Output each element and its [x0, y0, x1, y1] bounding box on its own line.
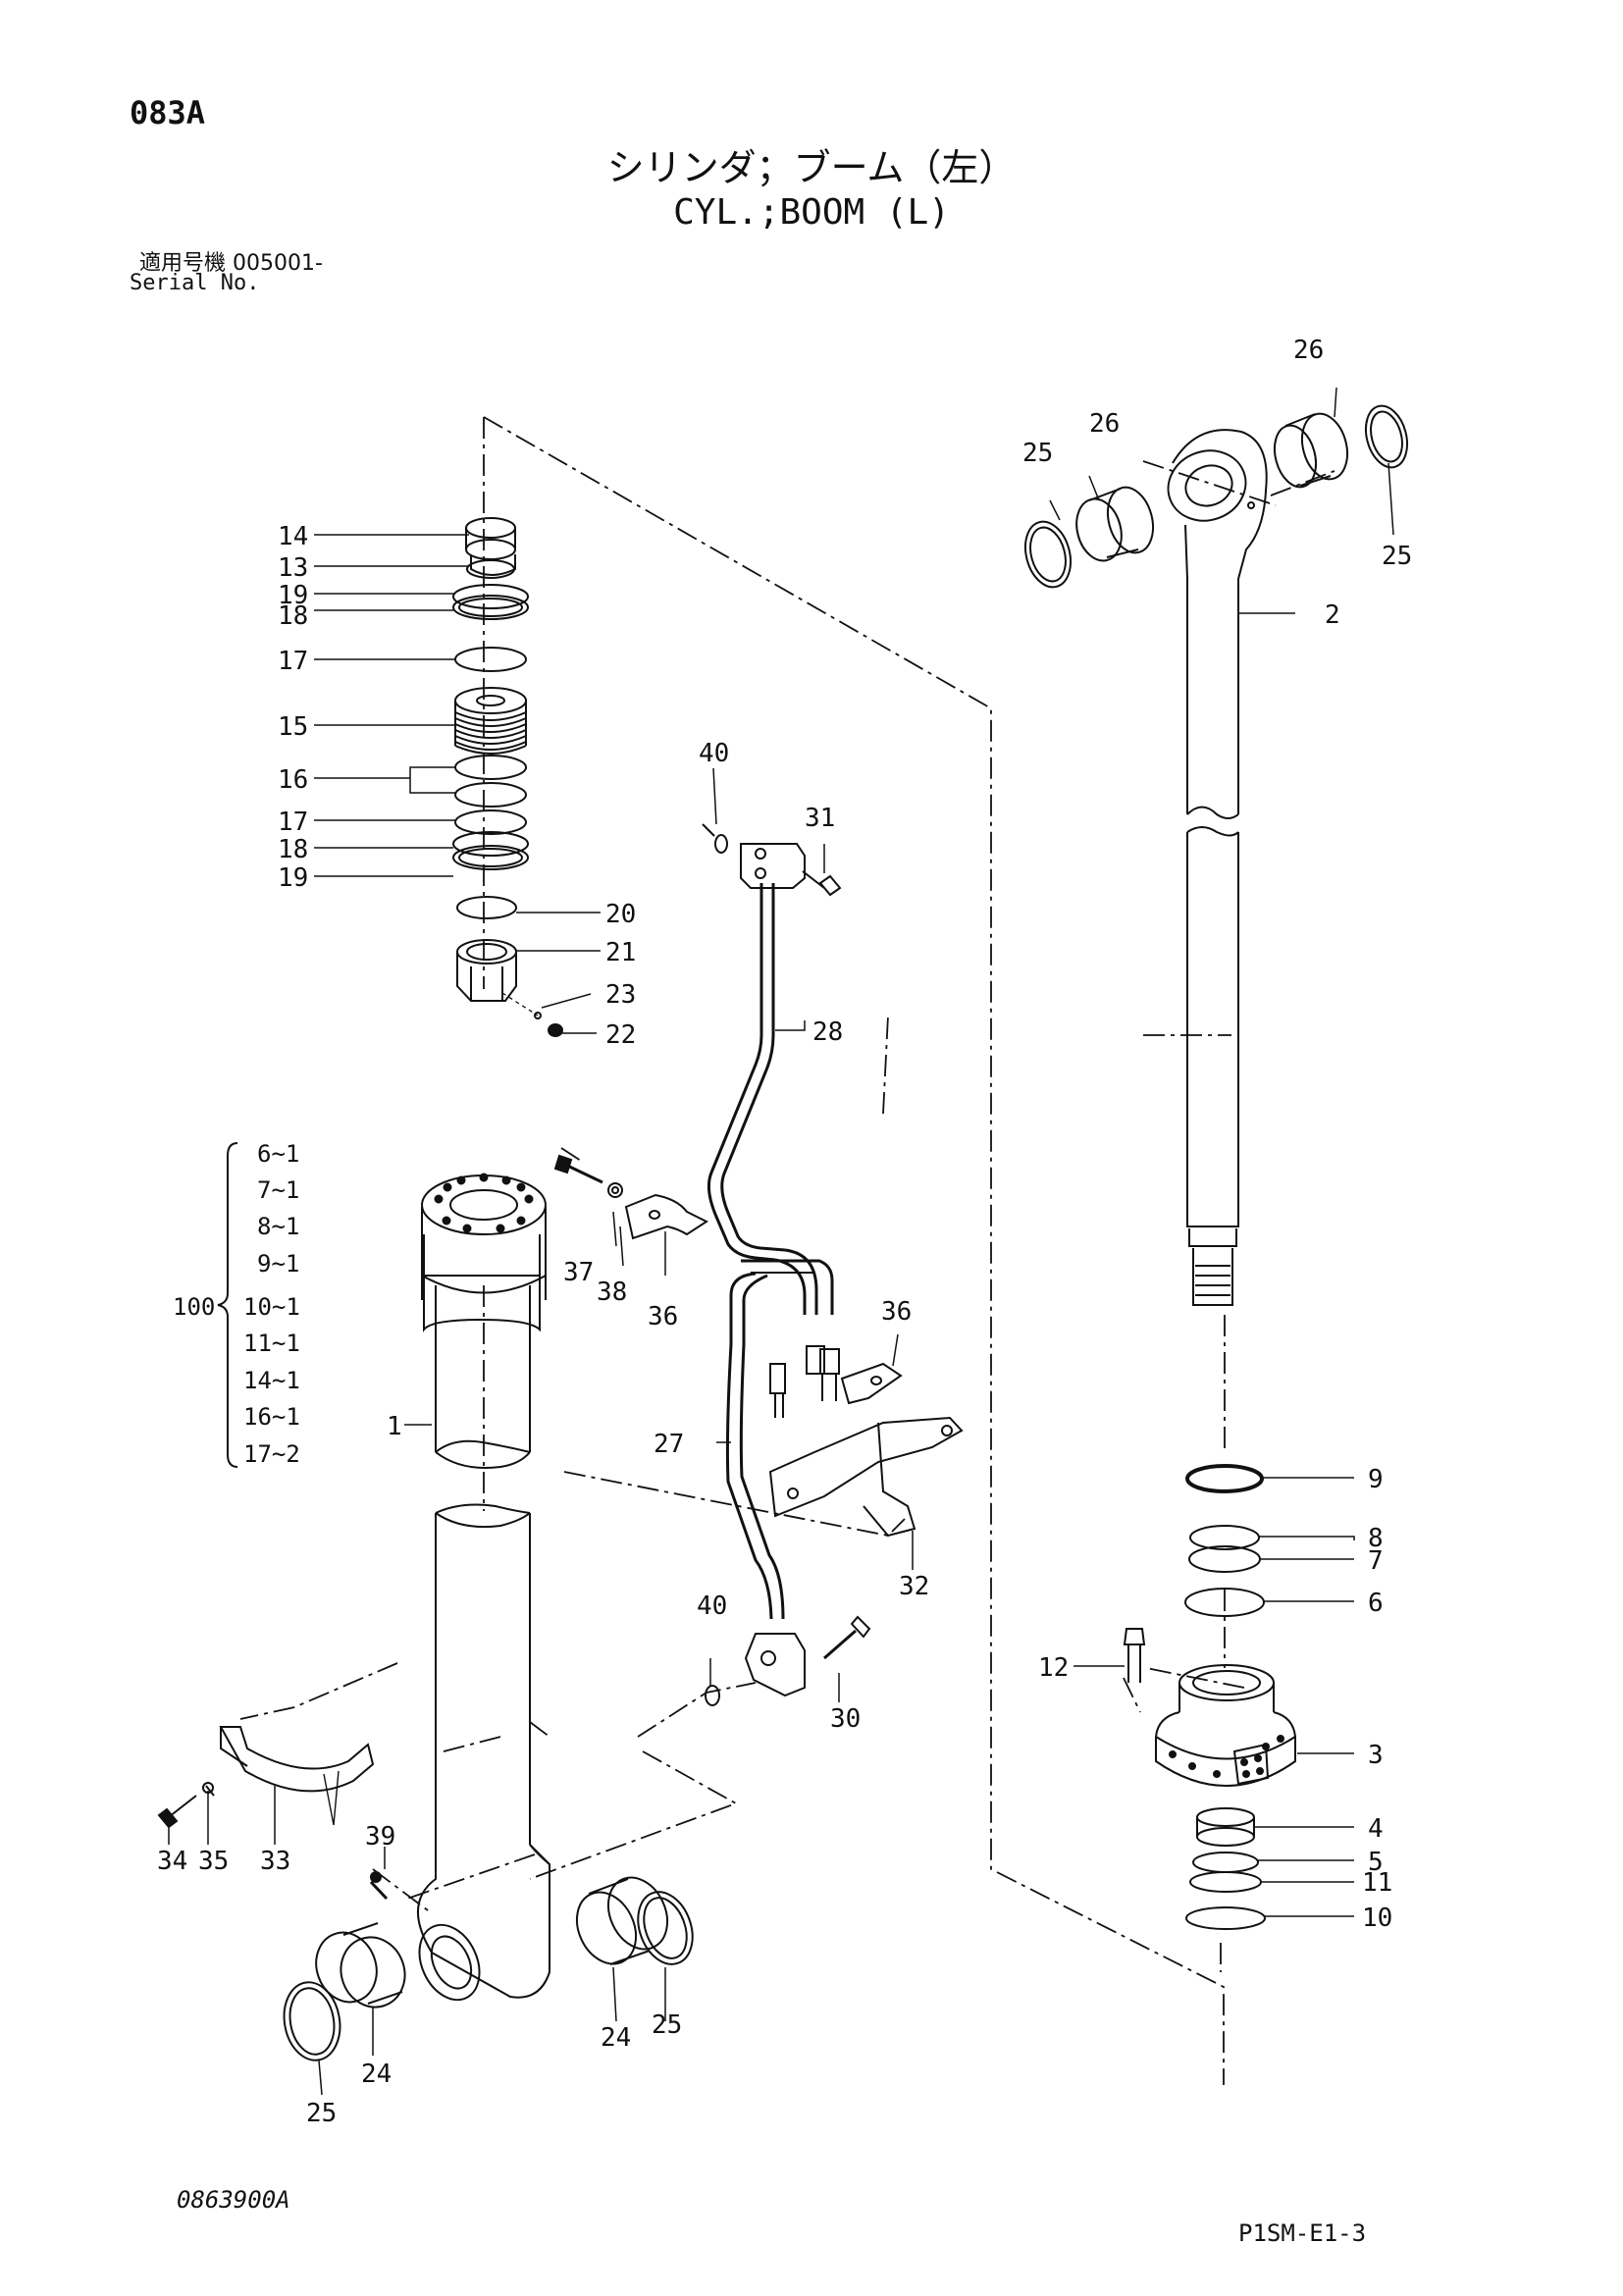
gland-assembly [1123, 1464, 1296, 1930]
callout-7: 7 [1368, 1546, 1384, 1576]
callout-rod-head-14: 14 [278, 522, 308, 551]
callout-3: 3 [1368, 1741, 1384, 1770]
callout-38: 38 [597, 1278, 627, 1307]
callout-rod-head-16: 16 [278, 765, 308, 795]
kit-number: 100 [173, 1293, 215, 1321]
kit-item: 6~1 [257, 1140, 299, 1168]
cylinder-tube [417, 1173, 550, 2002]
callout-28: 28 [812, 1018, 843, 1047]
callout-26-top-right: 26 [1293, 336, 1324, 365]
serial-label-japanese: 適用号機 005001- [139, 251, 323, 276]
callout-25-top-left: 25 [1022, 439, 1053, 468]
callout-5: 5 [1368, 1848, 1384, 1877]
serial-label-english: Serial No. [130, 271, 260, 295]
callout-8: 8 [1368, 1524, 1384, 1553]
callout-rod-head-17b: 17 [278, 808, 308, 837]
callout-37: 37 [563, 1258, 594, 1287]
rod-pin-parts [1023, 404, 1409, 589]
kit-item: 8~1 [257, 1213, 299, 1240]
kit-item: 17~2 [243, 1440, 300, 1468]
callout-9: 9 [1368, 1465, 1384, 1494]
rod-head-seal-stack [452, 517, 563, 1037]
callout-rod-head-15: 15 [278, 712, 308, 742]
leader-lines [168, 387, 1394, 2096]
title-japanese: シリンダ；ブーム（左） [606, 146, 1017, 189]
callout-25-bottom-left: 25 [306, 2099, 337, 2128]
callout-20: 20 [605, 900, 636, 929]
kit-item: 11~1 [243, 1330, 300, 1357]
callout-32: 32 [899, 1572, 929, 1601]
callout-rod-head-18: 18 [278, 601, 308, 631]
kit-item: 10~1 [243, 1293, 300, 1321]
piston-rod [1167, 429, 1268, 1306]
callout-11: 11 [1362, 1868, 1392, 1898]
sheet-number: P1SM-E1-3 [1238, 2219, 1367, 2247]
kit-item: 7~1 [257, 1176, 299, 1204]
callout-30: 30 [830, 1704, 861, 1734]
callout-2: 2 [1325, 600, 1340, 630]
callout-4: 4 [1368, 1814, 1384, 1844]
page-code: 083A [130, 94, 206, 131]
callout-24-right: 24 [601, 2023, 631, 2053]
hydraulic-piping [702, 823, 871, 1706]
clamps-and-brackets [553, 1154, 964, 1538]
kit-item: 16~1 [243, 1403, 300, 1431]
callout-25-right: 25 [652, 2010, 682, 2040]
callout-36-left: 36 [648, 1302, 678, 1331]
callout-25-top-right: 25 [1382, 542, 1412, 571]
callout-33: 33 [260, 1847, 290, 1876]
callout-1: 1 [387, 1412, 402, 1441]
callout-27: 27 [654, 1430, 684, 1459]
callout-40-top: 40 [699, 739, 729, 768]
callout-21: 21 [605, 938, 636, 967]
kit-item: 14~1 [243, 1367, 300, 1394]
assembly-chain-lines [239, 416, 1335, 2085]
callout-24-bottom-left: 24 [361, 2060, 392, 2089]
callout-10: 10 [1362, 1904, 1392, 1933]
callout-39: 39 [365, 1822, 395, 1852]
callout-rod-head-17: 17 [278, 647, 308, 676]
callout-31: 31 [805, 804, 835, 833]
callout-rod-head-18b: 18 [278, 835, 308, 864]
callout-rod-head-13: 13 [278, 553, 308, 583]
callout-22: 22 [605, 1020, 636, 1050]
drawing-number: 0863900A [177, 2186, 290, 2214]
callout-23: 23 [605, 980, 636, 1010]
bottom-pin-parts [157, 1726, 694, 2061]
callout-36-right: 36 [881, 1297, 912, 1327]
callout-rod-head-19: 19 [278, 581, 308, 610]
callout-40-bottom: 40 [697, 1592, 727, 1621]
callout-12: 12 [1038, 1653, 1069, 1683]
kit-brace [217, 1142, 238, 1468]
callout-rod-head-19b: 19 [278, 863, 308, 893]
callout-34: 34 [157, 1847, 187, 1876]
callout-35: 35 [198, 1847, 229, 1876]
title-english: CYL.;BOOM (L) [673, 192, 950, 233]
callout-6: 6 [1368, 1589, 1384, 1618]
kit-item: 9~1 [257, 1250, 299, 1278]
callout-26-top-left: 26 [1089, 409, 1120, 439]
